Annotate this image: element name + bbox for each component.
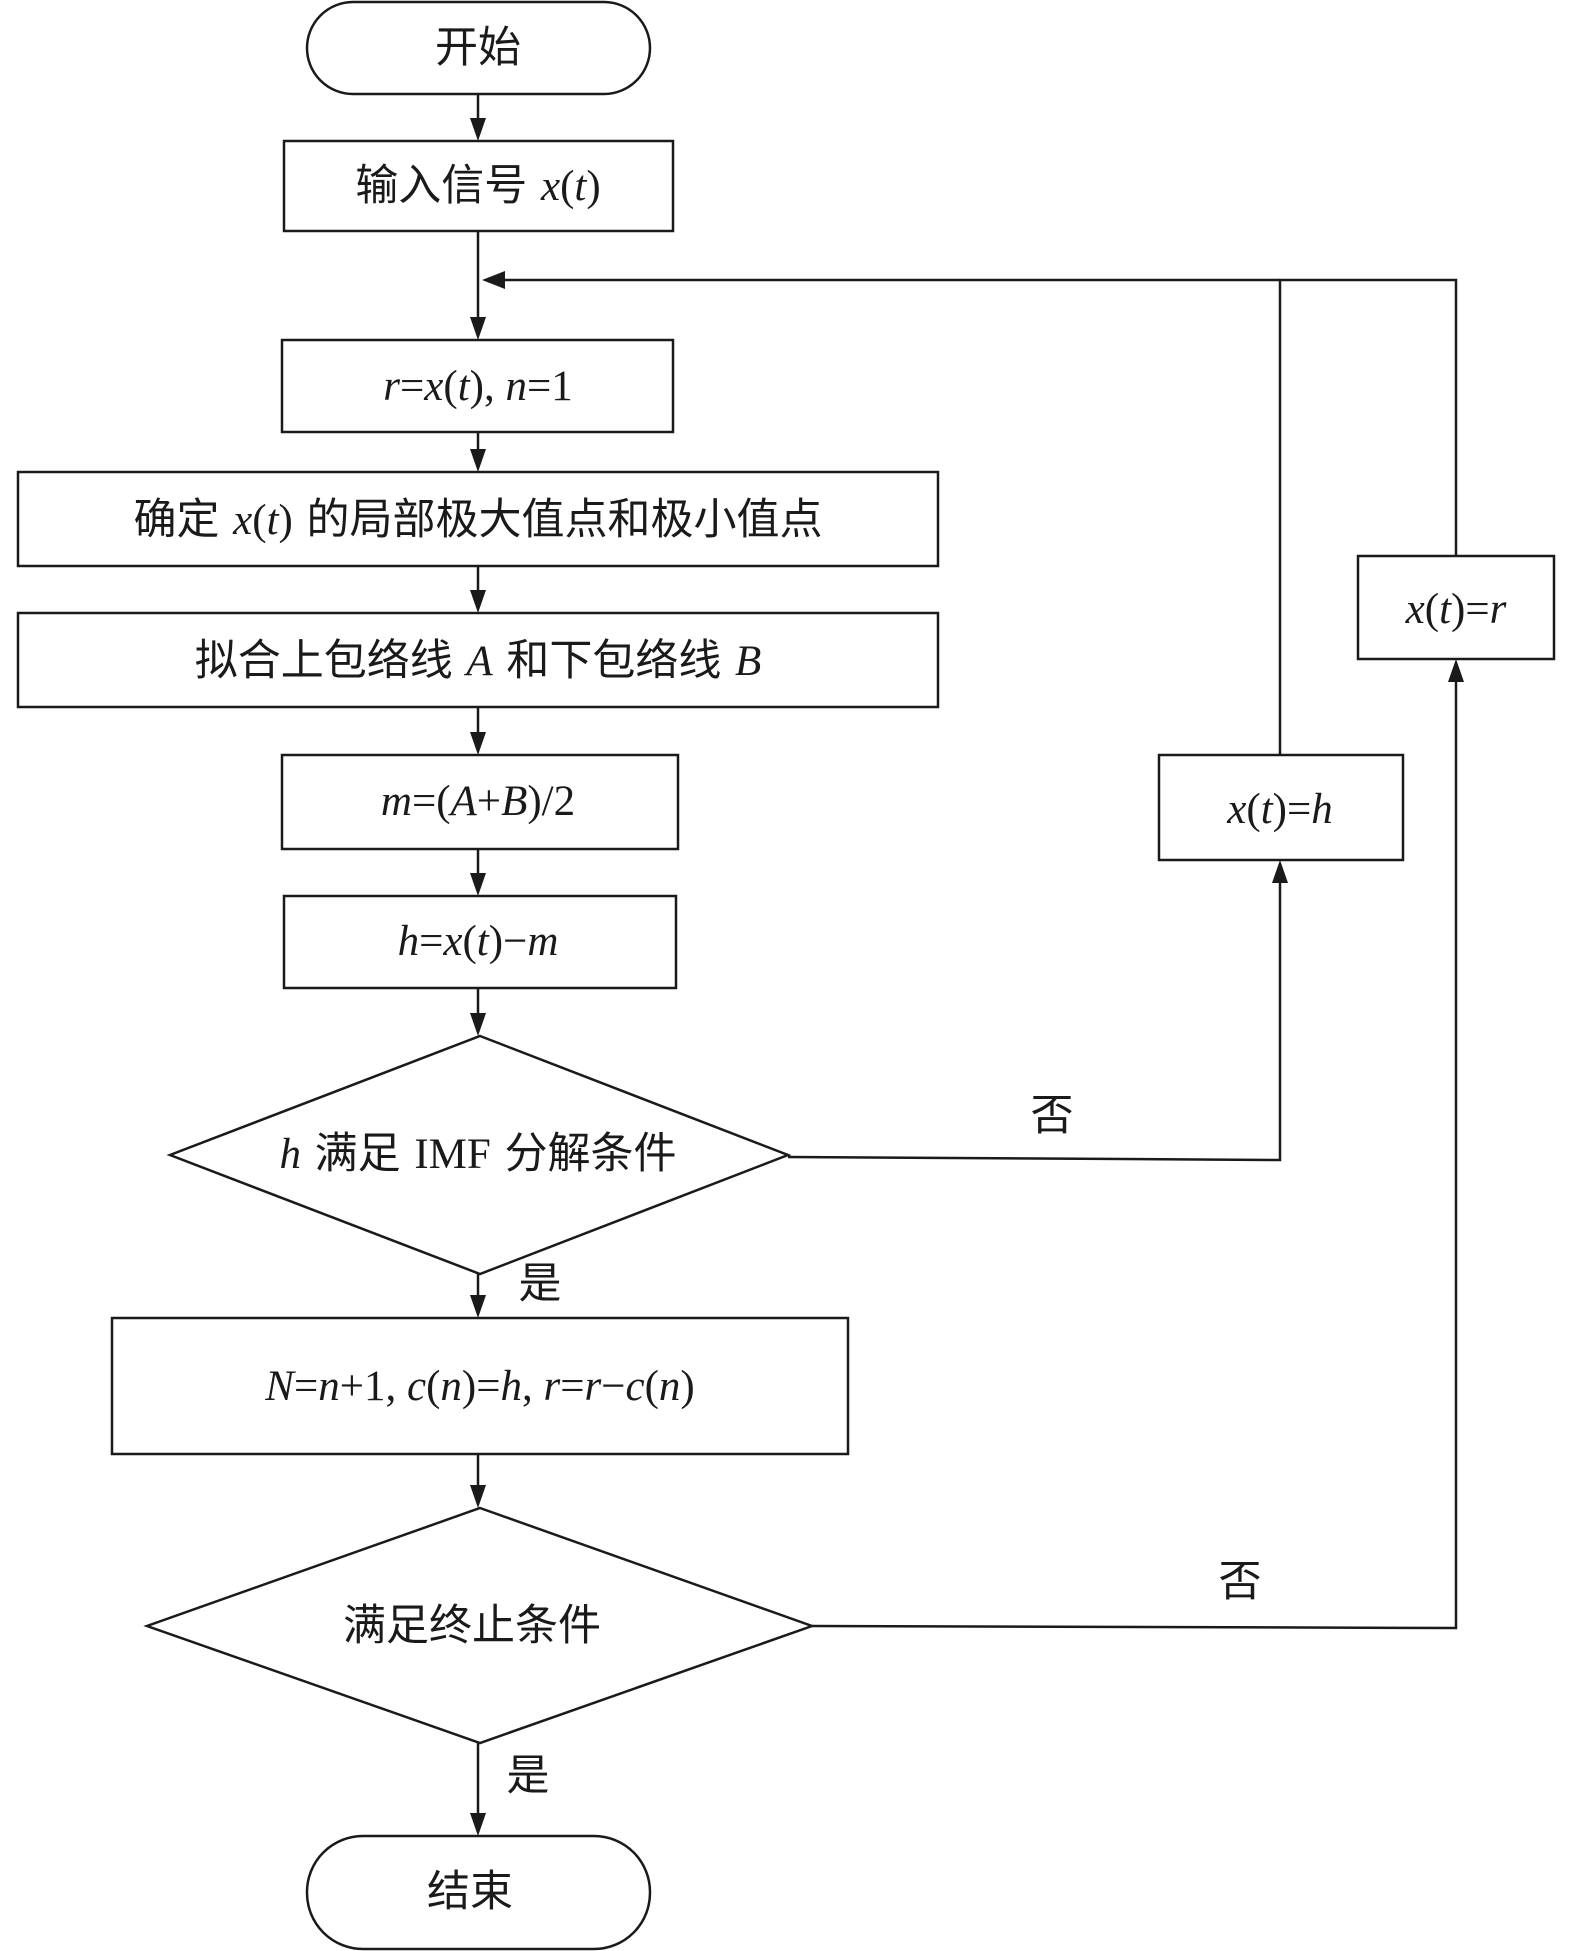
end-label: 结束 [427,1867,513,1917]
init-label: r=x(t), n=1 [383,363,572,410]
update-label: N=n+1, c(n)=h, r=r−c(n) [264,1363,694,1410]
input-box [282,139,675,233]
init-box [280,338,675,434]
set-r-box [1356,554,1556,661]
diff-box [282,894,678,990]
edge-stop-no [811,682,1458,1630]
stop-decision [143,1506,816,1745]
imf-decision [166,1034,792,1276]
edge-imf-no [787,883,1282,1162]
stop-no-label: 否 [1219,1557,1262,1607]
imf-no-label: 否 [1031,1091,1074,1141]
set-h-label: x(t)=h [1226,786,1332,833]
set-h-box [1157,753,1405,862]
connectors [470,94,1464,1836]
imf-yes-label: 是 [519,1259,562,1309]
set-r-label: x(t)=r [1405,586,1507,633]
mean-box [280,753,680,851]
mean-label: m=(A+B)/2 [381,778,575,825]
extrema-label: 确定 x(t) 的局部极大值点和极小值点 [133,495,822,545]
input-label: 输入信号 x(t) [355,161,600,211]
diff-label: h=x(t)−m [398,918,559,965]
imf-check-label: h 满足 IMF 分解条件 [280,1129,677,1179]
update-box [110,1316,850,1456]
edge-set-h-loop [1278,278,1458,755]
start-label: 开始 [435,23,521,73]
extrema-box [16,470,940,568]
envelope-label: 拟合上包络线 A 和下包络线 B [195,636,762,686]
stop-yes-label: 是 [507,1751,550,1801]
end-terminal [305,1834,652,1951]
stop-check-label: 满足终止条件 [343,1601,601,1651]
